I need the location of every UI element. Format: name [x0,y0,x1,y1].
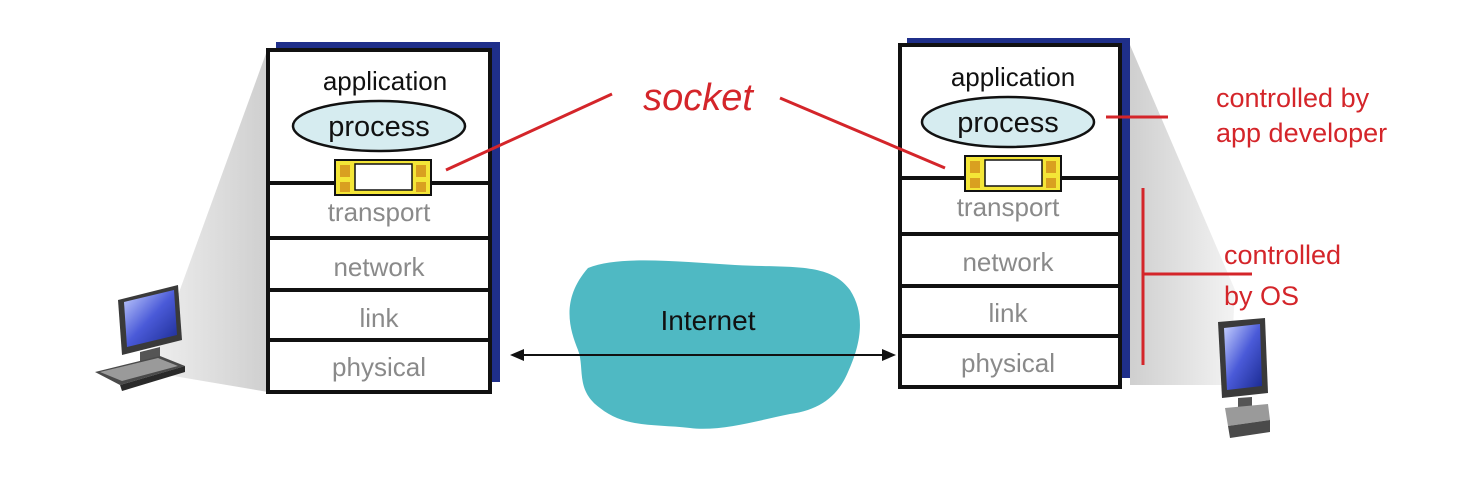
left-layer-physical: physical [332,352,426,382]
left-layer-transport: transport [328,197,431,227]
right-layer-transport: transport [957,192,1060,222]
internet-label: Internet [661,305,756,336]
internet-link-arrow [510,349,896,361]
annotation-app-developer-line1: controlled by [1216,83,1370,113]
left-process-ellipse [291,99,467,153]
left-application-label: application [323,66,447,96]
right-layer-link: link [988,298,1028,328]
annotation-app-developer-line2: app developer [1216,118,1387,148]
right-socket-icon [964,155,1062,192]
socket-pointer-left [445,92,613,172]
annotation-os-line2: by OS [1224,281,1299,311]
right-process-ellipse [920,95,1096,149]
right-application-label: application [951,62,1075,92]
computer-icon [1218,318,1270,438]
right-layer-network: network [962,247,1054,277]
computer-icon [95,285,185,391]
annotation-os-line1: controlled [1224,240,1341,270]
right-layer-physical: physical [961,348,1055,378]
right-host: application process transport network li… [898,38,1270,438]
left-host: application process transport network li… [95,42,500,394]
socket-label: socket [643,77,754,119]
internet-cloud: Internet [569,260,860,429]
socket-pointer-right [779,96,946,170]
left-layer-link: link [359,303,399,333]
left-socket-icon [334,159,432,196]
left-layer-network: network [333,252,425,282]
left-process-label: process [328,111,430,143]
right-host-beam [1130,45,1235,385]
right-process-label: process [957,107,1059,139]
